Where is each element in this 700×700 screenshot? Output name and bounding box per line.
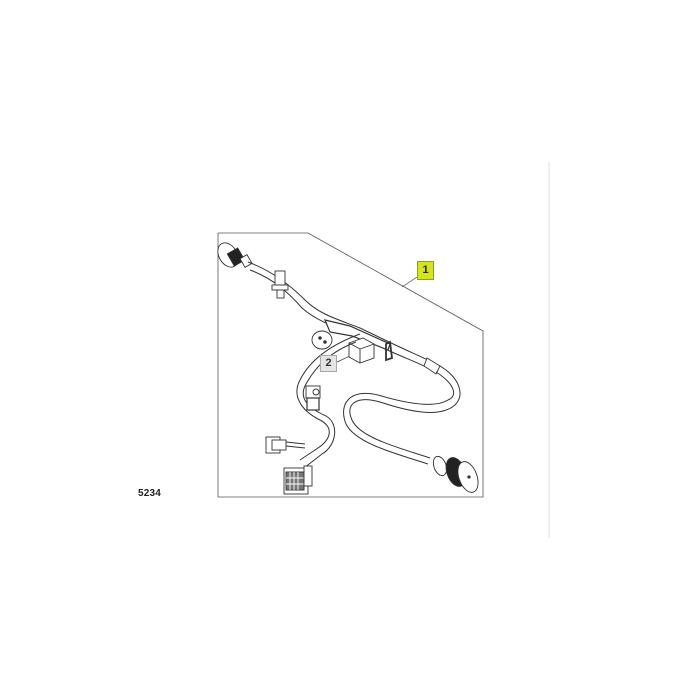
leader-line-1 <box>401 276 418 288</box>
wire-loop-clip <box>385 340 393 362</box>
callout-1[interactable]: 1 <box>417 261 434 280</box>
relay-socket <box>311 330 333 350</box>
page-divider-line <box>548 162 550 538</box>
long-cable-loop <box>349 365 461 459</box>
small-connector <box>305 385 321 411</box>
relay <box>348 337 375 364</box>
round-connector-bottom-right <box>432 455 479 493</box>
cable-clip <box>271 270 289 299</box>
diagram-frame <box>217 232 484 498</box>
round-connector-top-left <box>217 242 253 268</box>
branch-cable <box>296 333 361 461</box>
flange-connector <box>265 436 306 454</box>
multi-pin-connector <box>283 465 313 495</box>
figure-id-label: 5234 <box>138 488 162 499</box>
callout-2[interactable]: 2 <box>320 355 337 372</box>
